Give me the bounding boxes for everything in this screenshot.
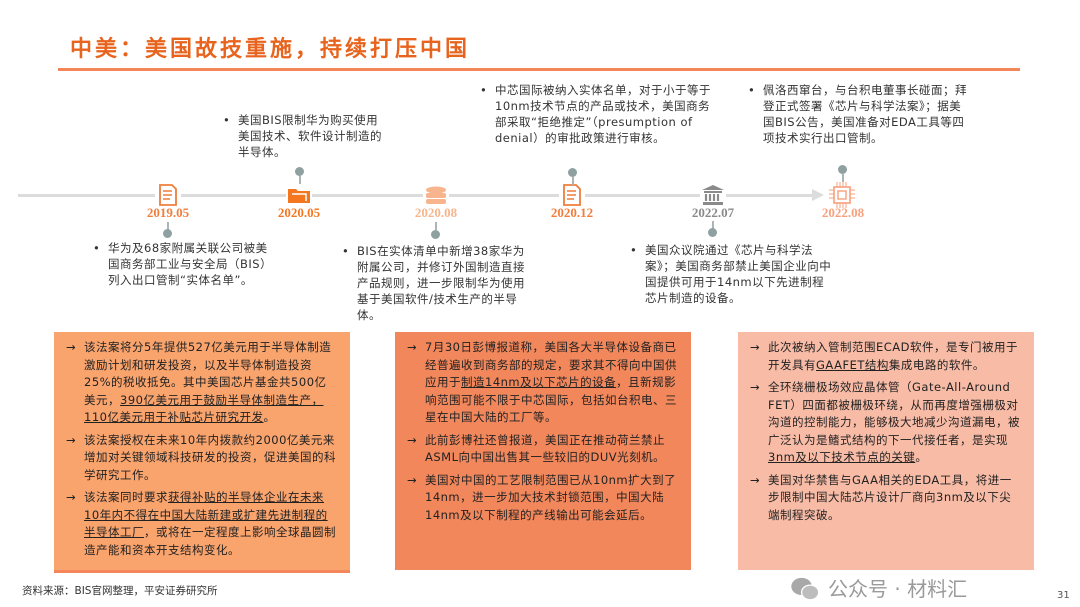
timeline-note-2022-07: • 美国众议院通过《芯片与科学法案》；美国商务部禁止美国企业向中国提供可用于14n…: [630, 242, 835, 306]
connector-dot: [163, 229, 172, 238]
arrow-icon: →: [750, 472, 761, 487]
page-number: 31: [1057, 590, 1070, 601]
underlined-text: 3nm及以下技术节点的关键: [768, 450, 916, 464]
arrow-icon: →: [407, 432, 418, 447]
box-paragraph: → 该法案授权在未来10年内拨款约2000亿美元来增加对关键领域科技研发的投资，促…: [66, 432, 338, 485]
title-divider: [58, 68, 1020, 71]
connector: [572, 177, 574, 185]
bullet: •: [93, 241, 101, 255]
connector: [842, 174, 844, 182]
page-title: 中美：美国故技重施，持续打压中国: [70, 37, 471, 62]
underlined-text: GAAFET结构: [816, 357, 889, 372]
text: 此前彭博社还曾报道，美国正在推动荷兰禁止ASML向中国出售其一些较旧的DUV光刻…: [425, 432, 666, 465]
timeline-date: 2020.05: [277, 205, 321, 220]
connector-dot: [295, 167, 304, 176]
text: 该法案授权在未来10年内拨款约2000亿美元来增加对关键领域科技研发的投资，促进…: [84, 432, 336, 482]
text: 美国对中国的工艺限制范围已从10nm扩大到了14nm，进一步加大技术封锁范围，中…: [425, 472, 677, 522]
box-paragraph: → 该法案将分5年提供527亿美元用于半导体制造激励计划和研发投资，以及半导体制造…: [66, 339, 338, 427]
folder-icon: [286, 183, 312, 207]
arrow-icon: →: [407, 340, 418, 354]
timeline-note-2020-05: • 美国BIS限制华为购买使用美国技术、软件设计制造的半导体。: [223, 112, 388, 160]
connector: [167, 222, 169, 230]
connector-dot: [838, 165, 847, 174]
arrow-icon: →: [66, 432, 77, 447]
timeline-arrow-icon: [812, 189, 824, 201]
box-paragraph: → 此次被纳入管制范围ECAD软件，是专门被用于开发具有GAAFET结构集成电路的…: [750, 339, 1022, 374]
box-paragraph: → 7月30日彭博报道称，美国各大半导体设备商已经普遍收到商务部的规定，要求其不得…: [407, 339, 679, 427]
text: 。: [263, 410, 276, 424]
underlined-text: 制造14nm及以下芯片的设备: [461, 375, 617, 389]
note-text: 美国众议院通过《芯片与科学法案》；美国商务部禁止美国企业向中国提供可用于14nm…: [645, 243, 832, 305]
government-building-icon: [700, 183, 726, 207]
arrow-icon: →: [750, 380, 761, 394]
timeline-note-2020-12: • 中芯国际被纳入实体名单，对于小于等于10nm技术节点的产品或技术，美国商务部采…: [480, 82, 717, 146]
box-paragraph: → 该法案同时要求获得补贴的半导体企业在未来10年内不得在中国大陆新建或扩建先进制…: [66, 489, 338, 559]
text: 该法案将分5年提供527亿美元用于半导体制造激励计划和研发投资，以及半导体制造投…: [84, 340, 332, 407]
box-paragraph: → 美国对中国的工艺限制范围已从10nm扩大到了14nm，进一步加大技术封锁范围，…: [407, 472, 679, 525]
text: ，且新规影响范围可能不限于中芯国际，包括如台积电、三星在中国大陆的工厂等。: [425, 375, 677, 424]
box-paragraph: → 美国对华禁售与GAA相关的EDA工具，将进一步限制中国大陆芯片设计厂商向3nm…: [750, 472, 1022, 525]
text: 。: [915, 450, 928, 464]
bullet: •: [480, 83, 488, 97]
connector-dot: [431, 230, 440, 239]
arrow-icon: →: [407, 472, 418, 487]
timeline-date: 2019.05: [146, 205, 190, 220]
bullet: •: [748, 83, 756, 97]
arrow-icon: →: [750, 340, 761, 354]
timeline-date: 2022.07: [691, 205, 735, 220]
text: 集成电路的软件。: [888, 357, 985, 372]
chips-act-box: → 该法案将分5年提供527亿美元用于半导体制造激励计划和研发投资，以及半导体制造…: [54, 332, 350, 573]
bullet: •: [223, 113, 231, 127]
document-icon: [559, 183, 585, 207]
connector: [299, 176, 301, 184]
timeline-note-2022-08: • 佩洛西窜台，与台积电董事长碰面；拜登正式签署《芯片与科学法案》；据美国BIS公…: [748, 82, 973, 146]
note-text: 美国BIS限制华为购买使用美国技术、软件设计制造的半导体。: [238, 113, 382, 159]
watermark-text: 公众号 · 材料汇: [828, 577, 968, 601]
note-text: 华为及68家附属关联公司被美国商务部工业与安全局（BIS）列入出口管制“实体名单…: [108, 241, 268, 287]
connector-dot: [568, 168, 577, 177]
arrow-icon: →: [66, 490, 77, 504]
watermark: 公众号 · 材料汇: [790, 576, 967, 602]
note-text: 佩洛西窜台，与台积电董事长碰面；拜登正式签署《芯片与科学法案》；据美国BIS公告…: [763, 83, 967, 145]
text: 美国对华禁售与GAA相关的EDA工具，将进一步限制中国大陆芯片设计厂商向3nm及…: [768, 472, 1012, 522]
text: 该法案同时要求: [84, 490, 168, 504]
underlined-text: 390亿美元用于鼓励半导体制造生产，110亿美元用于补贴芯片研究开发: [84, 392, 324, 425]
equipment-restriction-box: → 7月30日彭博报道称，美国各大半导体设备商已经普遍收到商务部的规定，要求其不得…: [395, 332, 691, 570]
timeline-date: 2020.08: [414, 205, 458, 220]
note-text: 中芯国际被纳入实体名单，对于小于等于10nm技术节点的产品或技术，美国商务部采取…: [495, 83, 711, 145]
connector: [712, 221, 714, 229]
chip-icon: [829, 180, 855, 210]
timeline-note-2019-05: • 华为及68家附属关联公司被美国商务部工业与安全局（BIS）列入出口管制“实体名…: [93, 240, 268, 288]
connector-dot: [708, 228, 717, 237]
connector: [435, 222, 437, 230]
database-icon: [423, 183, 449, 207]
timeline-date: 2020.12: [550, 205, 594, 220]
timeline-date: 2022.08: [821, 205, 865, 220]
note-text: BIS在实体清单中新增38家华为附属公司，并修订外国制造直接产品规则，进一步限制…: [357, 244, 525, 322]
eda-restriction-box: → 此次被纳入管制范围ECAD软件，是专门被用于开发具有GAAFET结构集成电路的…: [738, 332, 1034, 570]
arrow-icon: →: [66, 340, 77, 354]
timeline-note-2020-08: • BIS在实体清单中新增38家华为附属公司，并修订外国制造直接产品规则，进一步限…: [342, 243, 532, 323]
bullet: •: [630, 243, 638, 257]
underlined-text: 获得补贴的半导体企业在未来10年内不得在中国大陆新建或扩建先进制程的半导体工厂: [84, 490, 328, 539]
bullet: •: [342, 244, 350, 258]
text: 7月30日彭博报道称，美国各大半导体设备商已经普遍收到商务部的规定，要求其不得向…: [425, 340, 677, 389]
timeline-line: [18, 194, 818, 197]
box-paragraph: → 全环绕栅极场效应晶体管（Gate-All-Around FET）四面都被栅极环…: [750, 379, 1022, 467]
wechat-icon: [791, 577, 820, 601]
text: 此次被纳入管制范围ECAD软件，是专门被用于开发具有: [768, 340, 1019, 372]
text: 全环绕栅极场效应晶体管（Gate-All-Around FET）四面都被栅极环绕…: [768, 380, 1020, 447]
document-icon: [155, 183, 181, 207]
box-paragraph: → 此前彭博社还曾报道，美国正在推动荷兰禁止ASML向中国出售其一些较旧的DUV光…: [407, 432, 679, 467]
source-note: 资料来源：BIS官网整理，平安证券研究所: [22, 585, 218, 597]
text: ，或将在一定程度上影响全球晶圆制造产能和资本开支结构变化。: [84, 525, 336, 557]
